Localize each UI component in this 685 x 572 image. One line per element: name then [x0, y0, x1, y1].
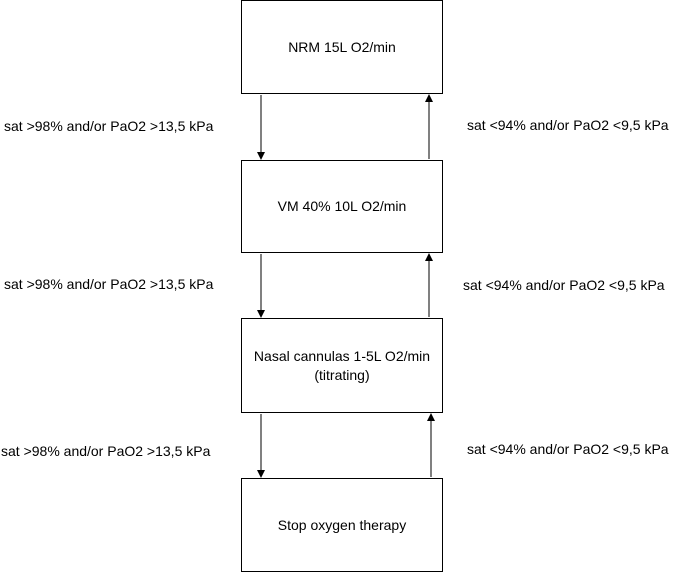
nasal-cannula-box-sublabel: (titrating): [314, 366, 370, 383]
step-down-condition-1: sat >98% and/or PaO2 >13,5 kPa: [4, 118, 214, 134]
nrm-box-label: NRM 15L O2/min: [288, 38, 396, 55]
step-down-condition-3: sat >98% and/or PaO2 >13,5 kPa: [1, 443, 211, 459]
stop-oxygen-box-label: Stop oxygen therapy: [277, 516, 407, 533]
venturi-mask-box-label: VM 40% 10L O2/min: [277, 198, 407, 214]
stop-oxygen-box: Stop oxygen therapy: [241, 478, 443, 572]
step-down-condition-2: sat >98% and/or PaO2 >13,5 kPa: [4, 276, 214, 292]
step-up-condition-1: sat <94% and/or PaO2 <9,5 kPa: [467, 117, 669, 133]
venturi-mask-box: VM 40% 10L O2/min: [241, 160, 443, 253]
step-up-condition-3: sat <94% and/or PaO2 <9,5 kPa: [467, 441, 669, 457]
nasal-cannula-box-label: Nasal cannulas 1-5L O2/min: [253, 347, 431, 364]
step-up-condition-2: sat <94% and/or PaO2 <9,5 kPa: [463, 277, 665, 293]
nrm-box: NRM 15L O2/min: [241, 0, 443, 94]
nasal-cannula-box: Nasal cannulas 1-5L O2/min (titrating): [241, 318, 443, 413]
